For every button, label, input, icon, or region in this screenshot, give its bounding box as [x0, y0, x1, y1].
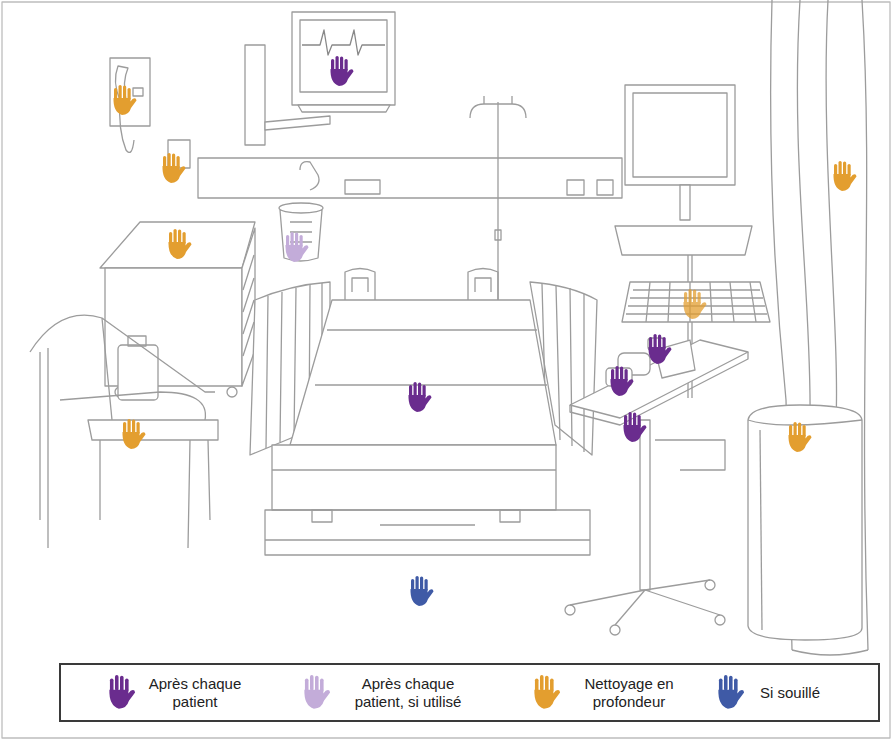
legend-swatch [712, 674, 746, 712]
legend-text: Après chaque patient, si utilisé [338, 675, 478, 711]
legend-swatch [298, 674, 332, 712]
legend-swatch [103, 674, 137, 712]
legend-text: Après chaque patient [145, 675, 245, 711]
legend-swatch [528, 674, 562, 712]
legend-text: Nettoyage en profondeur [568, 675, 690, 711]
legend-text: Si souillé [745, 684, 835, 702]
